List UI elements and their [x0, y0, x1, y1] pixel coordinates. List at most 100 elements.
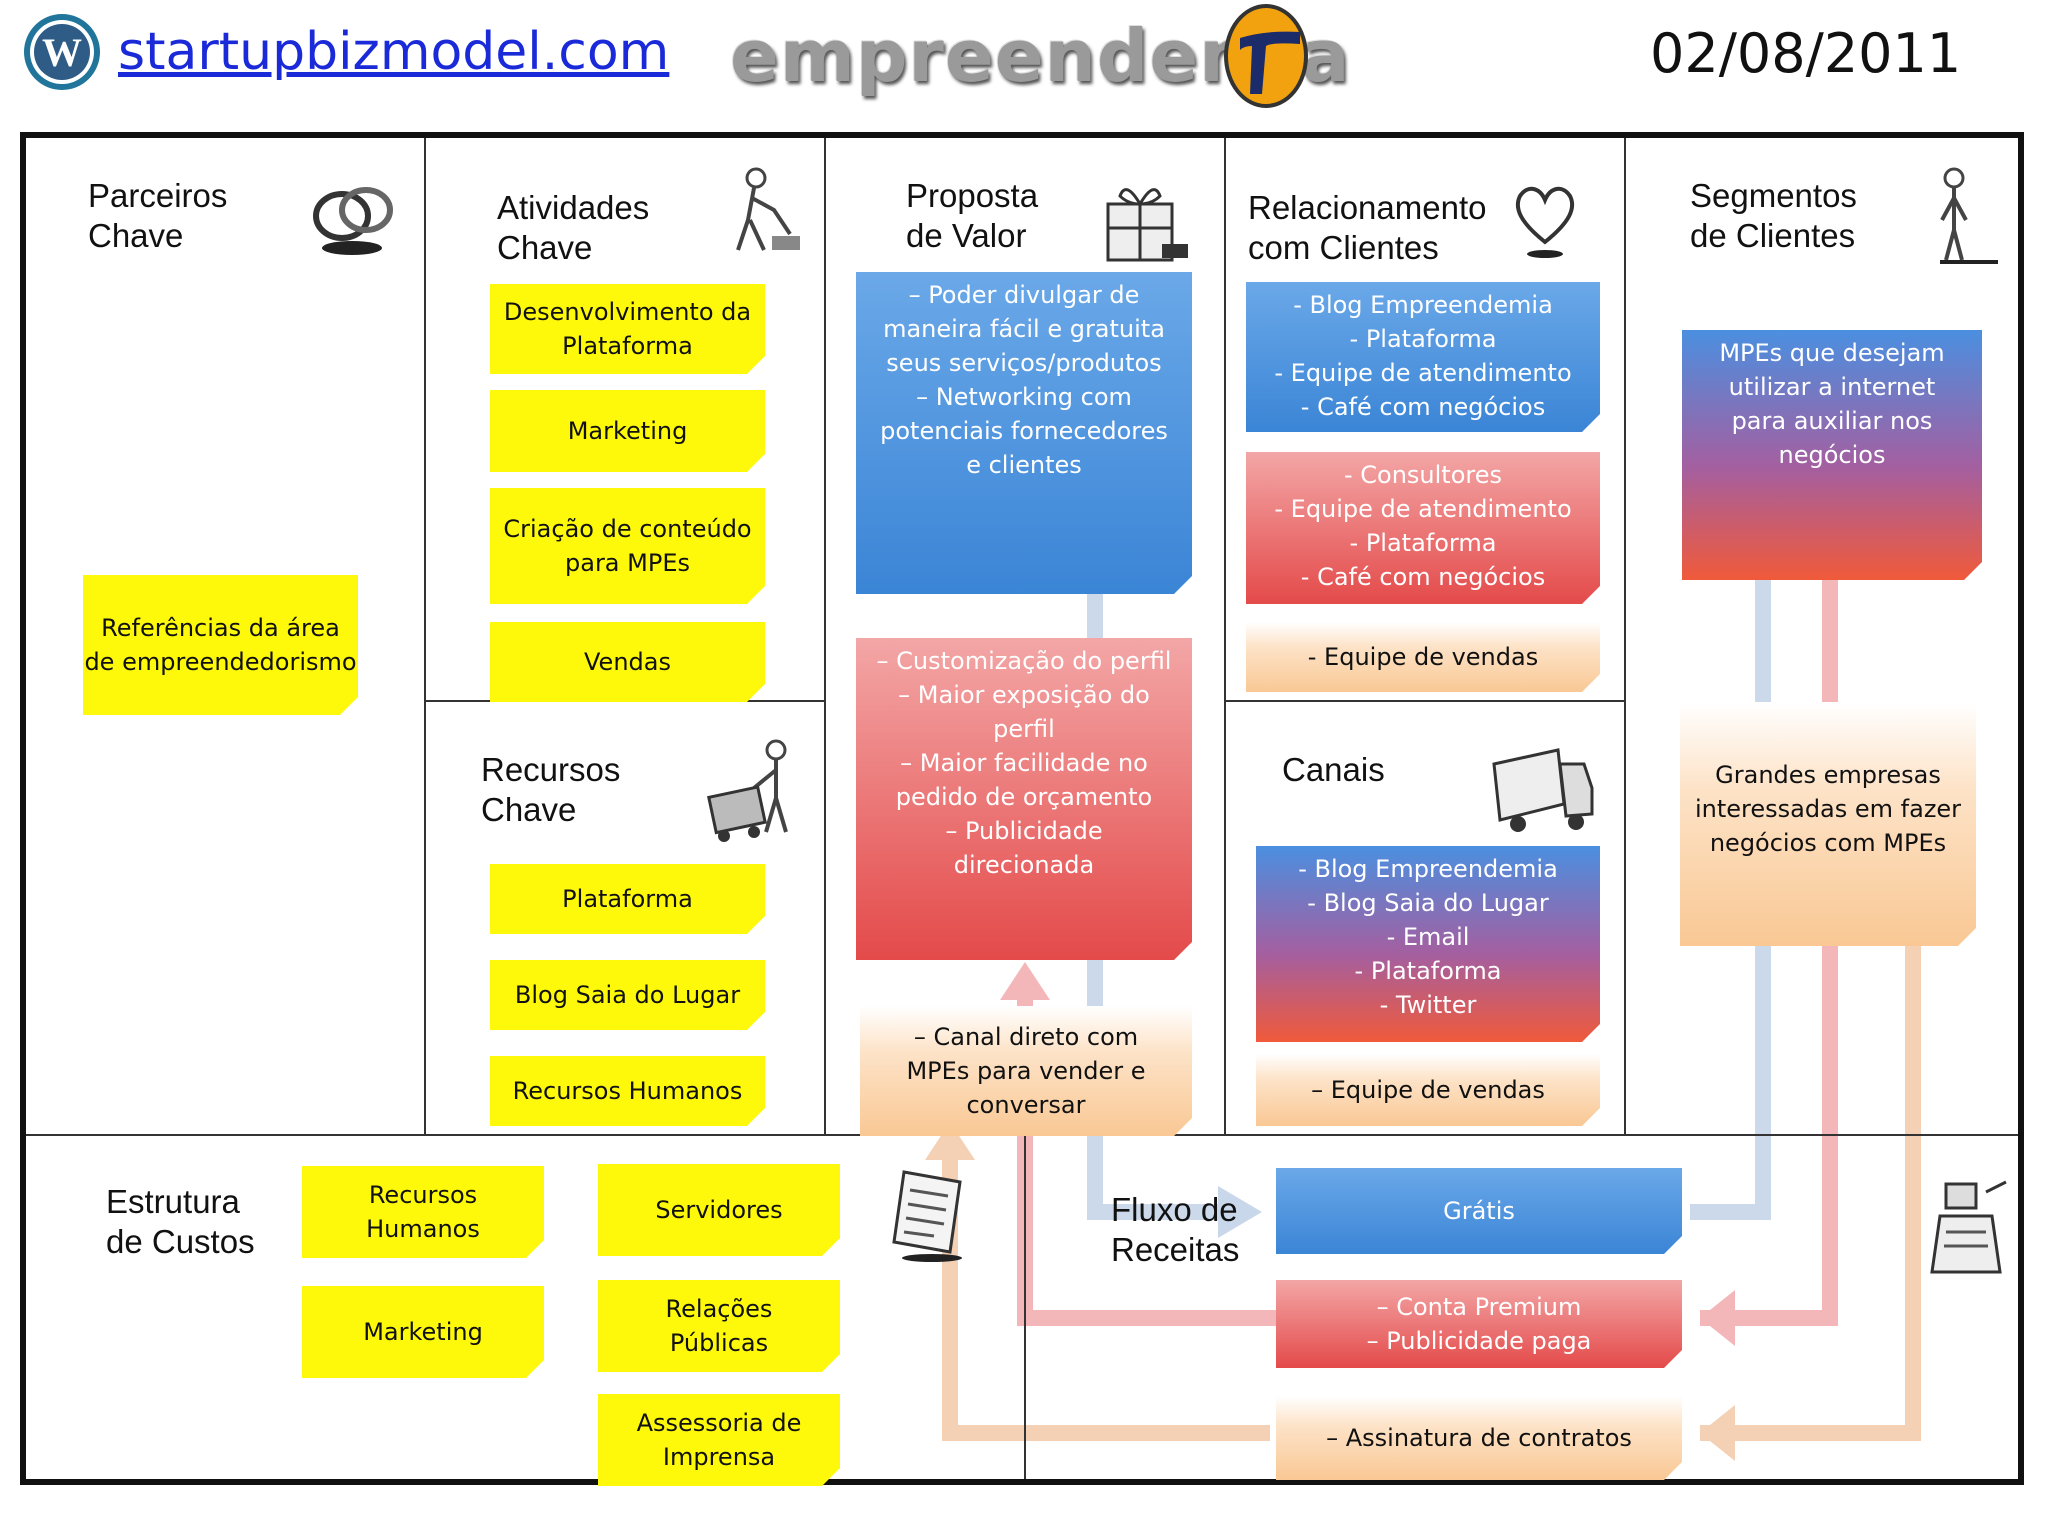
section-title-segmentos: Segmentos de Clientes	[1690, 176, 1857, 256]
orange-arrowhead-left	[1700, 1405, 1735, 1461]
note-atividades-desenvolvimento: Desenvolvimento da Plataforma	[490, 284, 765, 374]
red-arrowhead-up	[1000, 962, 1050, 1000]
note-recursos-blog: Blog Saia do Lugar	[490, 960, 765, 1030]
grid-line	[1224, 700, 1624, 702]
site-link[interactable]: startupbizmodel.com	[118, 22, 670, 82]
red-arrowhead-left	[1700, 1290, 1735, 1346]
title-line: Estrutura	[106, 1183, 240, 1220]
note-text: Servidores	[655, 1196, 783, 1224]
grid-line	[1224, 138, 1226, 1136]
note-parceiros: Referências da área de empreendedorismo	[83, 575, 358, 715]
empreendemia-logo-icon	[1224, 4, 1308, 108]
note-custos-assessoria: Assessoria de Imprensa	[598, 1394, 840, 1486]
blue-arrowhead	[1218, 1186, 1262, 1238]
note-custos-servidores: Servidores	[598, 1164, 840, 1256]
note-custos-marketing: Marketing	[302, 1286, 544, 1378]
note-custos-rh: Recursos Humanos	[302, 1166, 544, 1258]
title-line: Fluxo de	[1111, 1191, 1238, 1228]
section-title-canais: Canais	[1282, 751, 1385, 788]
note-line: - Equipe de atendimento	[1274, 495, 1572, 523]
note-receitas-gratis: Grátis	[1276, 1168, 1682, 1254]
note-text: Vendas	[584, 648, 671, 676]
note-text: Relações Públicas	[665, 1295, 773, 1357]
gift-icon	[1106, 188, 1188, 262]
title-line: Segmentos	[1690, 177, 1857, 214]
note-atividades-vendas: Vendas	[490, 622, 765, 702]
note-line: - Blog Empreendemia	[1293, 291, 1553, 319]
note-text: Assessoria de Imprensa	[636, 1409, 802, 1471]
note-line: – Publicidade direcionada	[945, 817, 1103, 879]
note-proposta-contratos: – Canal direto com MPEs para vender e co…	[860, 1006, 1192, 1136]
note-segmentos-mpes: MPEs que desejam utilizar a internet par…	[1682, 330, 1982, 580]
date: 02/08/2011	[1650, 22, 1962, 85]
note-lines: - Blog Empreendemia - Blog Saia do Lugar…	[1298, 852, 1558, 1022]
title-line: Atividades	[497, 189, 650, 226]
note-lines: – Customização do perfil – Maior exposiç…	[874, 644, 1174, 882]
note-line: – Conta Premium	[1376, 1293, 1582, 1321]
note-custos-rp: Relações Públicas	[598, 1280, 840, 1372]
note-line: - Plataforma	[1354, 957, 1502, 985]
note-text: – Assinatura de contratos	[1326, 1424, 1632, 1452]
title-line: Chave	[497, 229, 593, 266]
title-line: Recursos	[481, 751, 621, 788]
note-relac-gratis: - Blog Empreendemia - Plataforma - Equip…	[1246, 282, 1600, 432]
title-line: Chave	[88, 217, 184, 254]
svg-text:W: W	[42, 30, 82, 75]
note-line: – Maior exposição do perfil	[898, 681, 1150, 743]
note-text: Grandes empresas interessadas em fazer n…	[1694, 761, 1962, 857]
note-relac-vendas: - Equipe de vendas	[1246, 622, 1600, 692]
note-line: – Poder divulgar de maneira fácil e grat…	[883, 281, 1165, 377]
note-segmentos-grandes: Grandes empresas interessadas em fazer n…	[1680, 702, 1976, 946]
section-title-atividades: Atividades Chave	[497, 188, 649, 268]
canvas-frame	[20, 132, 2024, 1485]
orange-arrowhead-up	[925, 1122, 975, 1160]
note-receitas-contratos: – Assinatura de contratos	[1276, 1396, 1682, 1480]
rings-icon	[313, 187, 393, 255]
grid-line	[824, 138, 826, 1136]
note-text: Marketing	[567, 417, 688, 445]
cash-register-icon	[1930, 1180, 2007, 1274]
note-text: MPEs que desejam utilizar a internet par…	[1719, 339, 1945, 469]
note-canais-digitais: - Blog Empreendemia - Blog Saia do Lugar…	[1256, 846, 1600, 1042]
receipt-icon	[892, 1170, 962, 1262]
section-title-recursos: Recursos Chave	[481, 750, 620, 830]
person-icon	[1940, 167, 1998, 264]
note-lines: - Blog Empreendemia - Plataforma - Equip…	[1274, 288, 1571, 424]
note-line: - Café com negócios	[1300, 393, 1546, 421]
title-line: Receitas	[1111, 1231, 1240, 1268]
note-text: Referências da área de empreendedorismo	[84, 614, 357, 676]
grid-line	[1024, 1136, 1026, 1479]
title-line: Relacionamento	[1248, 189, 1487, 226]
note-atividades-criacao: Criação de conteúdo para MPEs	[490, 488, 765, 604]
section-title-receitas: Fluxo de Receitas	[1111, 1190, 1239, 1270]
wordpress-icon: W	[24, 14, 100, 90]
section-title-parceiros: Parceiros Chave	[88, 176, 227, 256]
title-line: de Clientes	[1690, 217, 1856, 254]
worker-cart-icon	[707, 739, 788, 842]
note-lines: – Conta Premium – Publicidade paga	[1367, 1290, 1592, 1358]
note-line: – Canal direto com MPEs para vender e co…	[906, 1023, 1146, 1119]
title-line: de Custos	[106, 1223, 255, 1260]
section-title-relacionamento: Relacionamento com Clientes	[1248, 188, 1486, 268]
note-text: Marketing	[363, 1318, 483, 1346]
note-relac-premium: - Consultores - Equipe de atendimento - …	[1246, 452, 1600, 604]
note-line: - Blog Empreendemia	[1298, 855, 1558, 883]
section-title-proposta: Proposta de Valor	[906, 176, 1038, 256]
note-text: Grátis	[1443, 1197, 1515, 1225]
title-line: de Valor	[906, 217, 1027, 254]
note-lines: – Poder divulgar de maneira fácil e grat…	[879, 278, 1169, 482]
worker-icon	[736, 167, 800, 251]
note-text: Blog Saia do Lugar	[514, 981, 741, 1009]
note-lines: - Consultores - Equipe de atendimento - …	[1274, 458, 1571, 594]
note-proposta-gratis: – Poder divulgar de maneira fácil e grat…	[856, 272, 1192, 594]
note-text: Recursos Humanos	[366, 1181, 480, 1243]
note-line: - Plataforma	[1349, 325, 1497, 353]
note-canais-vendas: – Equipe de vendas	[1256, 1054, 1600, 1126]
note-recursos-rh: Recursos Humanos	[490, 1056, 765, 1126]
note-line: - Blog Saia do Lugar	[1307, 889, 1549, 917]
title-line: com Clientes	[1248, 229, 1439, 266]
note-line: - Consultores	[1343, 461, 1503, 489]
title-line: Chave	[481, 791, 577, 828]
truck-icon	[1492, 748, 1594, 832]
note-text: Desenvolvimento da Plataforma	[503, 298, 752, 360]
